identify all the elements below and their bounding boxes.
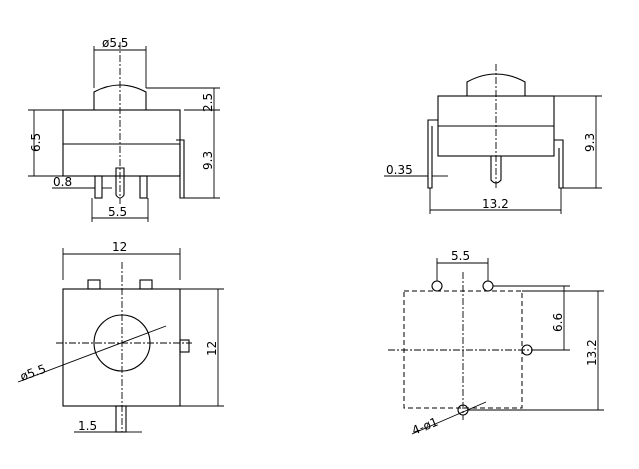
footprint-view: 5.5 6.6 13.2 4-ø1 <box>388 249 604 438</box>
front-view: ø5.5 2.5 9.3 6.5 0.8 5.5 <box>28 36 220 222</box>
side-thickness-label: 0.35 <box>386 163 413 177</box>
footprint-overall-label: 13.2 <box>585 339 599 366</box>
footprint-spacing-label: 5.5 <box>451 249 470 263</box>
side-height-label: 9.3 <box>583 133 597 152</box>
footprint-holes-label: 4-ø1 <box>410 415 440 438</box>
top-button-diameter-label: ø5.5 <box>18 362 48 384</box>
top-height-label: 12 <box>205 341 219 356</box>
side-view: 9.3 0.35 13.2 <box>384 64 602 214</box>
front-cap-height-label: 2.5 <box>201 93 215 112</box>
side-width-label: 13.2 <box>482 197 509 211</box>
front-body-height-label: 6.5 <box>29 133 43 152</box>
front-pin-width-label: 0.8 <box>53 175 72 189</box>
front-total-height-label: 9.3 <box>201 151 215 170</box>
top-width-label: 12 <box>112 240 127 254</box>
front-pin-spacing-label: 5.5 <box>108 205 127 219</box>
top-pin-offset-label: 1.5 <box>78 419 97 433</box>
top-view: 12 12 ø5.5 1.5 <box>17 240 224 433</box>
front-diameter-label: ø5.5 <box>102 36 128 50</box>
footprint-offset-label: 6.6 <box>551 313 565 332</box>
